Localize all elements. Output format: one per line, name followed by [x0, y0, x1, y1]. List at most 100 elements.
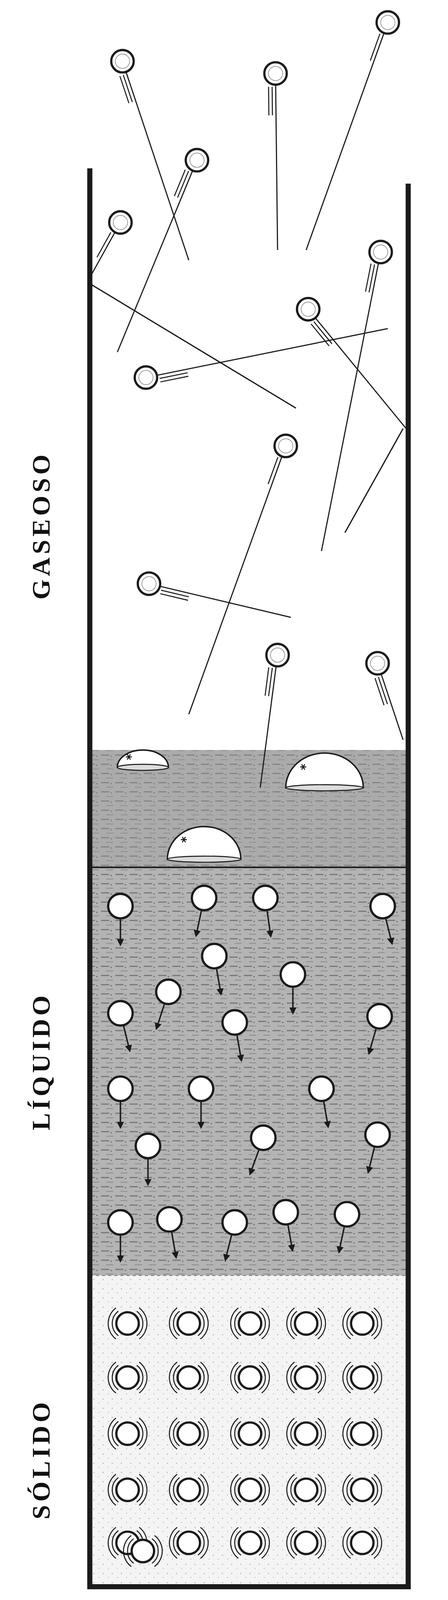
solid-particle: [230, 1308, 270, 1339]
motion-arrow: [171, 1232, 177, 1258]
liquid-molecule: [280, 962, 306, 1014]
molecule: [350, 1531, 374, 1555]
motion-arrow: [119, 1102, 121, 1128]
vibration-mark: [230, 1362, 239, 1394]
vibration-mark: [108, 1362, 117, 1394]
vibration-mark: [317, 1362, 326, 1394]
motion-stroke: [267, 86, 270, 116]
motion-arrow: [123, 1026, 131, 1052]
motion-stroke: [375, 678, 385, 706]
motion-arrow: [119, 919, 121, 946]
molecule: [250, 1125, 276, 1151]
gas-molecule: [137, 572, 291, 618]
motion-trail: [117, 170, 193, 353]
solid-particle: [230, 1362, 270, 1394]
molecule: [108, 893, 133, 919]
vibration-mark: [286, 1474, 295, 1506]
molecule: [334, 1202, 360, 1227]
vibration-mark: [200, 1527, 209, 1559]
gas-molecule: [260, 643, 289, 788]
motion-trail: [260, 666, 276, 789]
vibration-mark: [139, 1418, 148, 1450]
vibration-mark: [200, 1362, 209, 1394]
motion-arrow: [338, 1227, 345, 1253]
molecule: [366, 652, 389, 675]
vibration-mark: [200, 1418, 209, 1450]
container-wall: [89, 168, 408, 1587]
molecule: [297, 297, 320, 321]
vibration-mark: [373, 1362, 382, 1394]
liquid-molecule: [222, 1010, 248, 1061]
liquid-molecule: [250, 1125, 276, 1175]
vibration-mark: [108, 1527, 117, 1559]
vibration-mark: [261, 1474, 270, 1506]
vibration-mark: [169, 1362, 178, 1394]
vibration-mark: [261, 1308, 270, 1339]
molecule: [295, 1312, 318, 1335]
molecule-inner: [380, 15, 395, 30]
solid-particle: [108, 1308, 148, 1339]
bubble-rim: [117, 764, 169, 771]
solid-particle: [286, 1418, 326, 1450]
molecule: [238, 1479, 262, 1502]
molecule: [188, 1076, 214, 1102]
molecule: [177, 1422, 201, 1446]
state-label: GASEOSO: [27, 451, 54, 600]
vibration-mark: [108, 1308, 117, 1339]
molecule: [238, 1366, 262, 1390]
molecule: [238, 1531, 262, 1555]
motion-stroke: [120, 76, 130, 104]
solid-particle: [230, 1474, 270, 1506]
liquid-molecule: [370, 893, 396, 944]
vibration-mark: [169, 1308, 178, 1339]
liquid-molecule: [135, 1133, 161, 1185]
vibration-mark: [286, 1527, 295, 1559]
motion-stroke: [174, 169, 186, 196]
molecule: [365, 1122, 391, 1148]
molecule: [108, 1210, 133, 1235]
liquid-molecule: [108, 1210, 133, 1262]
motion-arrow: [195, 911, 202, 937]
molecule-inner: [189, 152, 204, 168]
surface-bubble: [285, 753, 364, 791]
solid-particle: [169, 1527, 208, 1559]
solid-particle: [342, 1308, 382, 1339]
molecule: [273, 1200, 298, 1225]
molecule: [131, 1540, 155, 1563]
motion-stroke: [365, 263, 371, 292]
motion-trail: [321, 262, 379, 551]
vibration-mark: [261, 1418, 270, 1450]
molecule: [370, 893, 396, 919]
motion-trail: [89, 232, 115, 278]
molecule: [369, 240, 392, 264]
motion-stroke: [123, 75, 133, 103]
liquid-solid-boundary: [89, 1275, 408, 1277]
molecule: [116, 1479, 139, 1502]
bubble-star: [127, 754, 131, 760]
gas-molecule: [89, 211, 132, 278]
molecule: [264, 62, 287, 85]
vibration-mark: [154, 1535, 163, 1567]
vibration-mark: [317, 1527, 326, 1559]
motion-trail: [306, 32, 385, 251]
gas-molecule: [297, 297, 407, 429]
vibration-mark: [123, 1535, 132, 1567]
motion-stroke: [271, 86, 273, 116]
vibration-mark: [200, 1308, 209, 1339]
motion-arrow: [287, 1225, 293, 1251]
molecule: [177, 1479, 201, 1502]
solid-particle: [108, 1418, 148, 1450]
motion-arrow: [368, 1147, 375, 1173]
liquid-molecule: [367, 1004, 393, 1054]
molecule: [157, 1207, 182, 1232]
solid-particle: [169, 1474, 208, 1506]
motion-stroke: [160, 593, 189, 601]
molecule-inner: [141, 576, 156, 591]
molecule: [252, 885, 278, 911]
molecule: [350, 1312, 374, 1335]
molecule-inner: [115, 54, 130, 69]
molecule-inner: [138, 370, 153, 385]
motion-stroke: [267, 457, 278, 484]
vibration-mark: [373, 1527, 382, 1559]
